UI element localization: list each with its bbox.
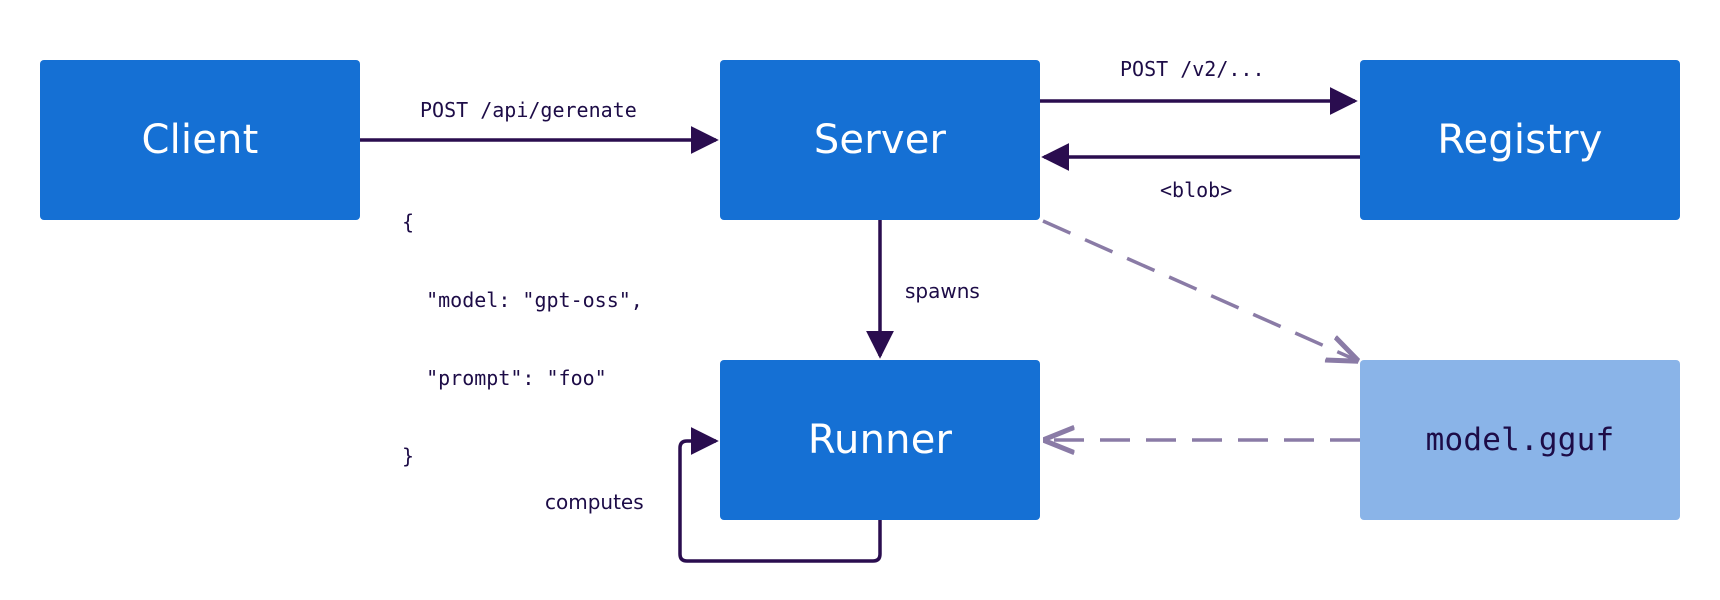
server-to-registry-label: POST /v2/... — [1120, 57, 1265, 81]
request-body: { "model: "gpt-oss", "prompt": "foo" } — [402, 159, 643, 519]
edge-server-to-model-file — [1042, 219, 1356, 360]
edge-runner-self-loop — [678, 427, 882, 563]
server-to-runner-label: spawns — [905, 279, 980, 303]
request-body-line: } — [402, 444, 415, 468]
runner-self-label: computes — [545, 490, 644, 514]
request-body-line: "prompt": "foo" — [402, 366, 607, 390]
client-node: Client — [40, 60, 360, 220]
client-node-label: Client — [141, 117, 259, 163]
registry-node: Registry — [1360, 60, 1680, 220]
request-body-line: { — [402, 210, 415, 234]
model-file-node-label: model.gguf — [1425, 422, 1615, 458]
registry-node-label: Registry — [1437, 117, 1603, 163]
registry-to-server-label: <blob> — [1160, 178, 1233, 202]
model-file-node: model.gguf — [1360, 360, 1680, 520]
client-to-server-label: POST /api/gerenate — [420, 98, 637, 122]
runner-node-label: Runner — [807, 417, 953, 463]
runner-node: Runner — [720, 360, 1040, 520]
server-node-label: Server — [813, 117, 947, 163]
request-body-line: "model: "gpt-oss", — [402, 288, 643, 312]
server-node: Server — [720, 60, 1040, 220]
